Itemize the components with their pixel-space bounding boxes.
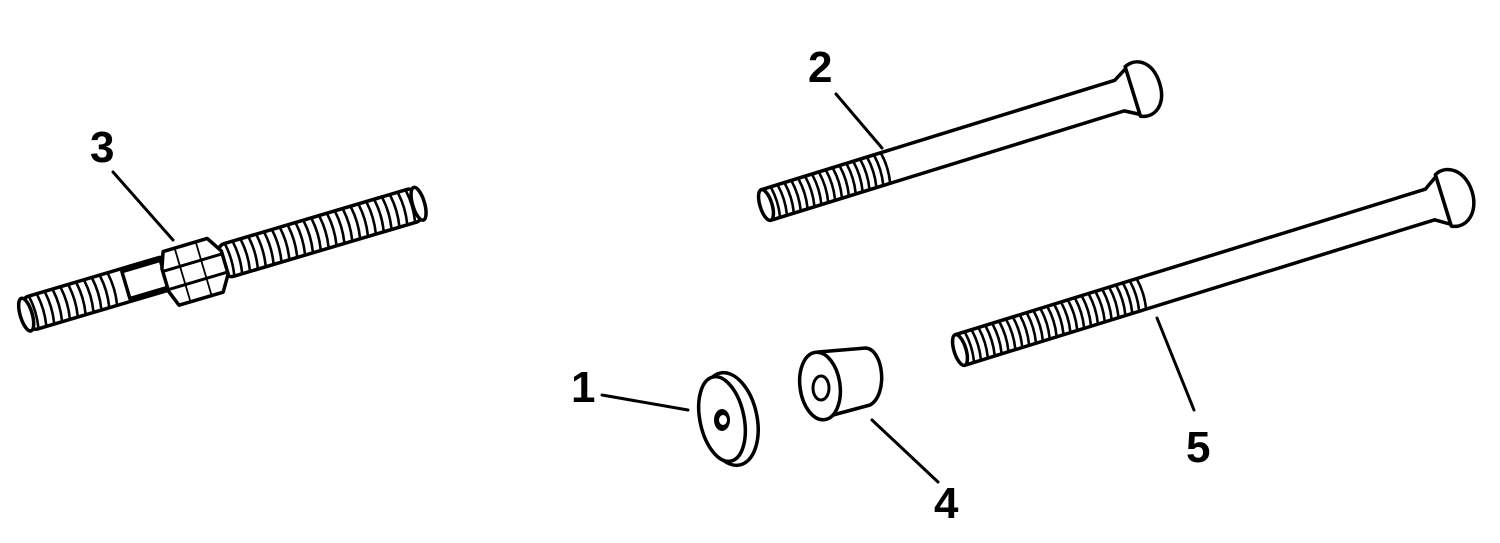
leader-1 bbox=[600, 393, 690, 412]
leader-lines bbox=[111, 92, 1196, 484]
thread-line bbox=[396, 191, 409, 226]
thread-line bbox=[1025, 312, 1038, 344]
thread-line bbox=[341, 208, 354, 242]
thread-line bbox=[859, 158, 871, 190]
thread-line bbox=[1073, 297, 1086, 329]
thread-line bbox=[381, 196, 393, 230]
thread-line bbox=[783, 182, 796, 214]
thread-line bbox=[831, 167, 844, 199]
stud-long-thread bbox=[217, 185, 428, 279]
thread-line bbox=[984, 325, 996, 357]
thread-line bbox=[1005, 318, 1017, 350]
thread-line bbox=[852, 160, 864, 193]
thread-line bbox=[98, 274, 111, 309]
thread-line bbox=[247, 236, 260, 270]
thread-line bbox=[271, 229, 283, 263]
thread-line bbox=[811, 173, 823, 205]
thread-line bbox=[1080, 295, 1093, 327]
thread-line bbox=[388, 194, 401, 228]
stud-with-nut bbox=[16, 185, 428, 333]
thread-line bbox=[977, 327, 990, 359]
thread-line bbox=[51, 288, 64, 322]
thread-line bbox=[302, 219, 315, 254]
thread-line bbox=[286, 224, 299, 258]
thread-line bbox=[223, 243, 236, 277]
thread-line bbox=[239, 238, 252, 272]
thread-line bbox=[310, 217, 323, 251]
thread-line bbox=[970, 329, 983, 361]
thread-line bbox=[28, 295, 40, 329]
thread-line bbox=[263, 231, 275, 265]
thread-line bbox=[294, 222, 307, 256]
thread-line bbox=[838, 165, 851, 197]
thread-line bbox=[991, 322, 1003, 355]
thread-line bbox=[326, 212, 338, 247]
thread-line bbox=[804, 175, 816, 208]
thread-line bbox=[1039, 307, 1051, 340]
callout-2: 2 bbox=[808, 43, 832, 92]
leader-5 bbox=[1155, 316, 1196, 412]
thread-line bbox=[318, 215, 330, 249]
thread-line bbox=[373, 198, 385, 233]
thread-line bbox=[845, 162, 857, 195]
thread-line bbox=[998, 320, 1010, 353]
thread-line bbox=[333, 210, 346, 244]
thread-line bbox=[790, 180, 802, 212]
long-bolt bbox=[950, 167, 1476, 368]
short-bolt bbox=[756, 60, 1164, 223]
thread-line bbox=[75, 281, 87, 315]
thread-line bbox=[872, 154, 885, 186]
thread-line bbox=[1066, 299, 1079, 331]
thread-line bbox=[255, 233, 267, 268]
thread-line bbox=[963, 331, 976, 363]
thread-line bbox=[1115, 284, 1127, 316]
thread-line bbox=[43, 291, 56, 325]
thread-line bbox=[1094, 290, 1106, 323]
thread-line bbox=[231, 240, 244, 275]
leader-2 bbox=[834, 92, 884, 150]
callout-4: 4 bbox=[934, 479, 959, 528]
thread-line bbox=[824, 169, 837, 201]
thread-line bbox=[817, 171, 830, 203]
thread-line bbox=[35, 293, 48, 327]
thread-line bbox=[59, 286, 72, 320]
thread-line bbox=[1032, 310, 1045, 342]
thread-line bbox=[1122, 282, 1134, 314]
thread-line bbox=[879, 152, 892, 184]
thread-line bbox=[83, 279, 95, 313]
callout-3: 3 bbox=[90, 123, 114, 172]
callout-5: 5 bbox=[1186, 423, 1210, 472]
thread-line bbox=[1046, 305, 1058, 338]
thread-line bbox=[349, 205, 362, 240]
thread-line bbox=[1060, 301, 1072, 333]
thread-line bbox=[365, 201, 378, 235]
thread-line bbox=[1128, 280, 1141, 312]
hex-nut bbox=[160, 236, 230, 307]
spacer bbox=[797, 346, 884, 422]
thread-line bbox=[1053, 303, 1065, 335]
thread-line bbox=[67, 284, 80, 318]
thread-line bbox=[90, 277, 103, 311]
thread-line bbox=[797, 177, 809, 210]
thread-line bbox=[776, 184, 789, 216]
thread-line bbox=[769, 186, 782, 218]
thread-line bbox=[278, 226, 291, 261]
leader-3 bbox=[111, 170, 175, 242]
thread-line bbox=[1011, 316, 1024, 348]
thread-line bbox=[1087, 293, 1100, 325]
thread-line bbox=[1018, 314, 1031, 346]
callout-1: 1 bbox=[571, 363, 595, 412]
thread-line bbox=[866, 156, 878, 188]
thread-line bbox=[357, 203, 370, 237]
flat-washer bbox=[696, 370, 760, 468]
thread-line bbox=[1135, 278, 1148, 310]
stud-short-thread bbox=[16, 255, 175, 333]
thread-line bbox=[1108, 286, 1120, 318]
thread-line bbox=[106, 272, 119, 306]
thread-line bbox=[1101, 288, 1113, 321]
leader-4 bbox=[870, 418, 940, 484]
